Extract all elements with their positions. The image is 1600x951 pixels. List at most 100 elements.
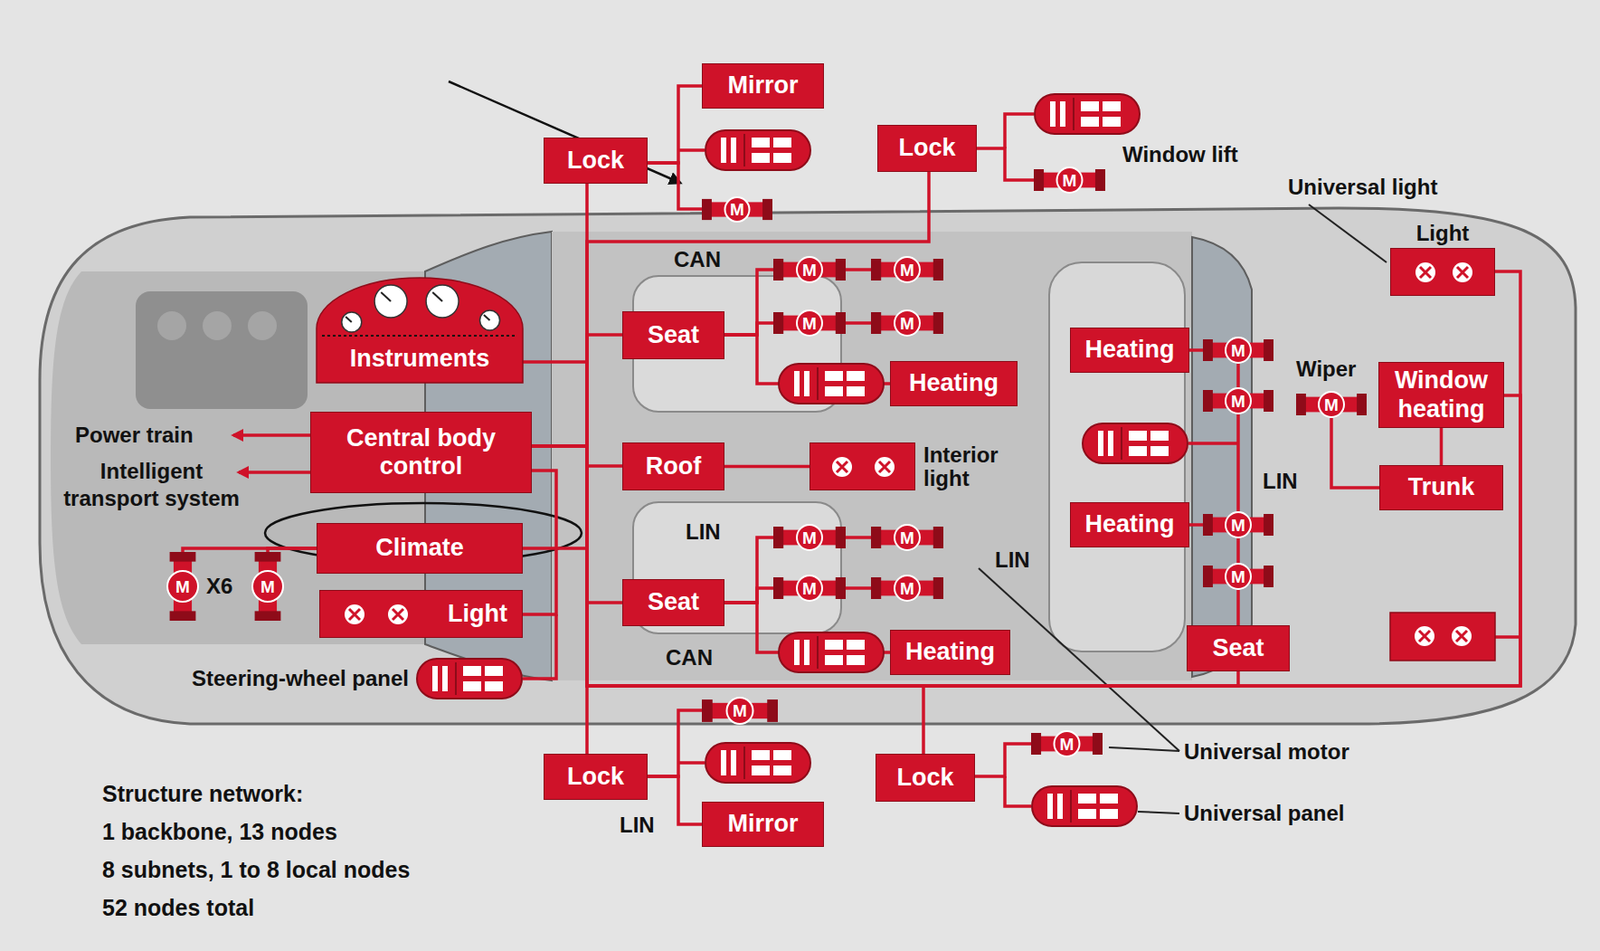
lamp-icon <box>832 456 853 477</box>
lamp-icon <box>392 608 404 620</box>
motor-cap <box>1202 513 1213 536</box>
node-label: M <box>899 579 915 597</box>
lamp-icon <box>874 456 895 477</box>
mirror-module: Mirror <box>701 801 824 847</box>
motor-cap <box>773 258 784 281</box>
bus-wire <box>531 171 929 446</box>
motor-symbol: M <box>773 255 846 284</box>
bus-wire <box>724 464 810 469</box>
node-label: Instruments <box>350 344 491 373</box>
motor-cap <box>1356 393 1367 416</box>
engine-part <box>247 311 277 341</box>
node-label: Heating <box>1084 510 1174 539</box>
motor-cap <box>1033 169 1044 191</box>
engine-block <box>135 291 308 409</box>
front-seat <box>633 501 842 634</box>
node-label: M <box>1062 171 1078 190</box>
motor-cap <box>871 258 881 281</box>
motor-cap <box>871 526 881 549</box>
node-label: Climate <box>375 533 464 562</box>
gauge-needle <box>483 314 491 321</box>
leader-line <box>1137 811 1180 814</box>
bus-wire <box>1189 348 1203 352</box>
pointer-arrow <box>448 81 681 183</box>
motor-cap <box>933 577 944 599</box>
part-label: Wiper <box>1296 355 1356 383</box>
node-label: Window heating <box>1388 366 1495 423</box>
bus-wire <box>647 710 702 777</box>
motor-body <box>258 557 277 616</box>
motor-body <box>173 557 192 616</box>
bus-wire <box>647 85 702 163</box>
bus-label: LIN <box>619 811 655 839</box>
motor-cap <box>701 198 712 220</box>
motor-circle <box>1225 511 1251 538</box>
mirror-module: Mirror <box>701 63 824 109</box>
climate-module: Climate <box>316 522 523 574</box>
motor-symbol: M <box>871 574 944 602</box>
note-text: 1 backbone, 13 nodes <box>102 817 338 846</box>
gateway-label: Power train <box>75 421 194 449</box>
seat-module: Seat <box>1186 624 1290 672</box>
motor-symbol: M <box>701 196 773 223</box>
panel-wire <box>1188 441 1239 445</box>
heating-module: Heating <box>889 629 1011 675</box>
group-label: Window lift <box>1122 141 1239 169</box>
motor-symbol: M <box>1202 387 1274 415</box>
motor-symbol: M <box>1202 562 1274 590</box>
motor-symbol: M <box>871 255 944 284</box>
node-label: Lock <box>567 762 625 791</box>
node-label: Lock <box>567 146 625 175</box>
motor-symbol: M <box>166 551 199 621</box>
motor-cap <box>1202 565 1213 587</box>
bus-label: LIN <box>994 546 1031 574</box>
window-heating-module: Window heating <box>1378 361 1505 428</box>
box-shape <box>810 443 917 492</box>
bus-wire <box>845 267 872 272</box>
universal-light: Light <box>1390 247 1496 296</box>
bus-wire <box>531 395 1521 686</box>
bus-wire <box>647 162 702 209</box>
central-body-control: Central body control <box>310 411 532 493</box>
motor-circle <box>1225 337 1251 363</box>
lock-module: Lock <box>543 753 648 800</box>
instrument-cluster: Instruments <box>316 275 523 383</box>
gateway-label: Intelligent transport system <box>54 457 249 512</box>
motor-cap <box>1202 339 1213 361</box>
motor-cap <box>835 526 846 549</box>
motor-symbol: M <box>773 309 846 337</box>
node-label: M <box>802 261 817 279</box>
node-label: Roof <box>645 452 701 481</box>
bus-wire <box>1331 417 1380 488</box>
lamp-icon <box>1414 625 1435 646</box>
gauge-dial <box>374 284 408 318</box>
leader-line <box>1308 204 1387 263</box>
roof-module: Roof <box>622 442 725 491</box>
panel-wire <box>1004 113 1034 149</box>
lamp-icon <box>1419 630 1430 642</box>
motor-circle <box>1225 563 1251 589</box>
motor-cap <box>1263 339 1274 361</box>
lamp-icon <box>1456 630 1468 642</box>
motor-circle <box>1318 391 1345 417</box>
motor-symbol: M <box>1033 166 1106 194</box>
bus-wire <box>1189 522 1203 527</box>
lock-module: Lock <box>877 124 977 172</box>
node-label: M <box>732 701 748 720</box>
bus-label: CAN <box>665 643 713 672</box>
node-label: Lock <box>896 763 954 792</box>
car-body <box>39 208 1576 724</box>
light-module: Light <box>319 589 523 638</box>
lamp-icon <box>1452 262 1473 283</box>
bus-wire <box>975 743 1032 777</box>
interior-light: Interior light <box>809 442 916 491</box>
motor-cap <box>933 526 944 549</box>
callout-label: Universal motor <box>1183 738 1350 766</box>
bus-wire <box>1236 363 1241 388</box>
node-label: M <box>1230 392 1246 410</box>
node-label: Heating <box>908 369 999 398</box>
motor-symbol: M <box>773 523 846 551</box>
